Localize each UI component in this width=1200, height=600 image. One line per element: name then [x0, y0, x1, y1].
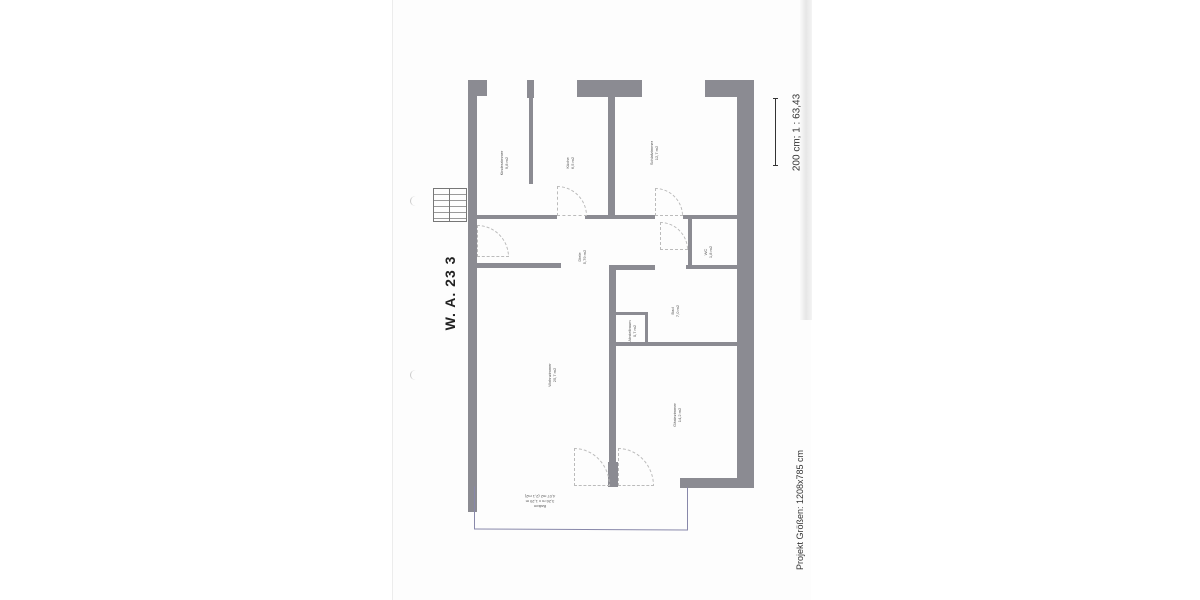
wall-north-mid — [577, 80, 642, 97]
balcony-outline — [474, 486, 688, 531]
wall-bad-north — [609, 265, 655, 270]
wall-abstell-north — [616, 312, 648, 315]
punch-hole-icon — [410, 196, 421, 206]
wall-wc-west — [688, 219, 692, 267]
wall-east — [737, 80, 754, 488]
project-size-label: Projekt Größen: 1208x785 cm — [795, 449, 805, 571]
wall-kueche-schlaf — [608, 96, 615, 216]
scale-label: 200 cm; 1 : 63,43 — [791, 93, 803, 172]
wall-wohn-east — [609, 265, 616, 465]
wall-corridor-north-1 — [477, 215, 557, 219]
wall-abstell-east — [645, 312, 648, 342]
wall-corridor-north-2 — [585, 215, 655, 219]
wall-wohn-north — [477, 263, 561, 268]
wall-corridor-north-3 — [683, 215, 737, 219]
staircase-icon — [433, 188, 467, 222]
wall-pillar — [608, 462, 618, 487]
wall-kinder-kueche — [529, 96, 533, 184]
wall-bad-south — [616, 342, 737, 346]
wall-south-east — [680, 478, 754, 488]
plan-title: W. A. 23 3 — [442, 255, 458, 331]
wall-nw-corner — [468, 80, 487, 96]
wall-wc-south — [686, 265, 737, 269]
page-fold-shadow — [800, 0, 812, 320]
punch-hole-icon — [410, 370, 421, 380]
wall-segment — [527, 80, 534, 98]
wall-west — [468, 80, 477, 512]
scale-bar — [773, 98, 778, 166]
